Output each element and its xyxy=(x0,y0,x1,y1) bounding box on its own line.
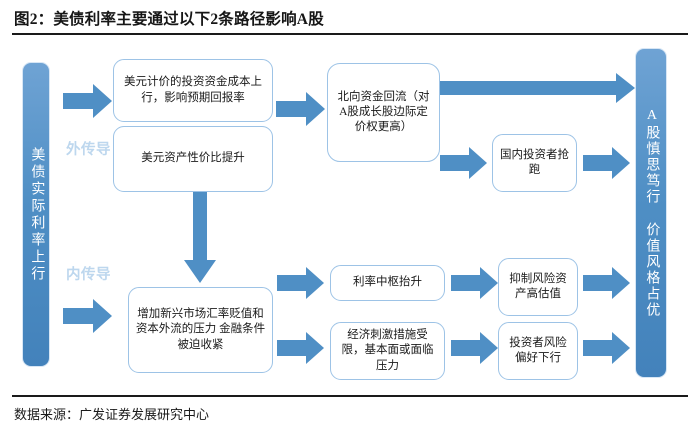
node-stimulus-limited: 经济刺激措施受限，基本面或面临压力 xyxy=(330,322,445,380)
arrow-dollar-cost-to-northbound xyxy=(276,91,326,127)
node-em-pressure: 增加新兴市场汇率贬值和资本外流的压力 金融条件被迫收紧 xyxy=(128,287,273,373)
node-origin: 美债实际利率上行 xyxy=(22,62,50,367)
node-northbound: 北向资金回流（对A股成长股边际定价权更高） xyxy=(327,63,440,162)
node-rate-center: 利率中枢抬升 xyxy=(330,265,445,301)
figure-title: 图2：美债利率主要通过以下2条路径影响A股 xyxy=(14,11,324,28)
arrow-northbound-to-domestic-frontrun xyxy=(440,146,488,180)
arrow-origin-to-dollar-cost xyxy=(63,83,113,119)
node-suppress-valuation: 抑制风险资产高估值 xyxy=(498,258,578,316)
node-rate-center-label: 利率中枢抬升 xyxy=(353,276,422,289)
arrow-rate-center-to-suppress-valuation xyxy=(451,266,499,300)
arrow-risk-appetite-to-outcome xyxy=(583,331,631,365)
arrow-suppress-valuation-to-outcome xyxy=(583,266,631,300)
arrow-domestic-frontrun-to-outcome xyxy=(583,146,631,180)
arrow-stimulus-limited-to-risk-appetite xyxy=(451,331,499,365)
node-suppress-valuation-label: 抑制风险资产高估值 xyxy=(509,272,567,300)
node-northbound-label: 北向资金回流（对A股成长股边际定价权更高） xyxy=(337,90,430,134)
node-dollar-cost-label: 美元计价的投资资金成本上行，影响预期回报率 xyxy=(124,76,262,104)
node-domestic-frontrun-label: 国内投资者抢跑 xyxy=(500,148,569,176)
arrow-em-pressure-to-stimulus-limited xyxy=(277,331,325,365)
source-note: 数据来源：广发证券发展研究中心 xyxy=(14,407,210,422)
node-stimulus-limited-label: 经济刺激措施受限，基本面或面临压力 xyxy=(341,329,434,372)
node-em-pressure-label: 增加新兴市场汇率贬值和资本外流的压力 金融条件被迫收紧 xyxy=(135,308,266,351)
arrow-em-pressure-to-rate-center xyxy=(277,266,325,300)
node-dollar-value: 美元资产性价比提升 xyxy=(113,126,273,192)
arrow-northbound-to-outcome xyxy=(440,72,636,104)
node-risk-appetite-label: 投资者风险偏好下行 xyxy=(509,336,567,364)
node-origin-label: 美债实际利率上行 xyxy=(29,146,45,283)
node-domestic-frontrun: 国内投资者抢跑 xyxy=(492,134,577,192)
label-internal-channel: 内传导 xyxy=(66,267,111,283)
node-risk-appetite: 投资者风险偏好下行 xyxy=(498,322,578,380)
arrow-dollar-value-to-em-pressure xyxy=(182,192,218,284)
arrow-origin-to-em-pressure xyxy=(63,298,113,334)
source-divider xyxy=(12,395,688,397)
node-outcome: A股慎思笃行 价值风格占优 xyxy=(635,48,667,378)
node-dollar-cost: 美元计价的投资资金成本上行，影响预期回报率 xyxy=(113,59,273,122)
label-external-channel: 外传导 xyxy=(66,142,111,158)
title-divider xyxy=(12,33,688,35)
node-outcome-label: A股慎思笃行 价值风格占优 xyxy=(644,108,660,318)
node-dollar-value-label: 美元资产性价比提升 xyxy=(141,152,245,165)
